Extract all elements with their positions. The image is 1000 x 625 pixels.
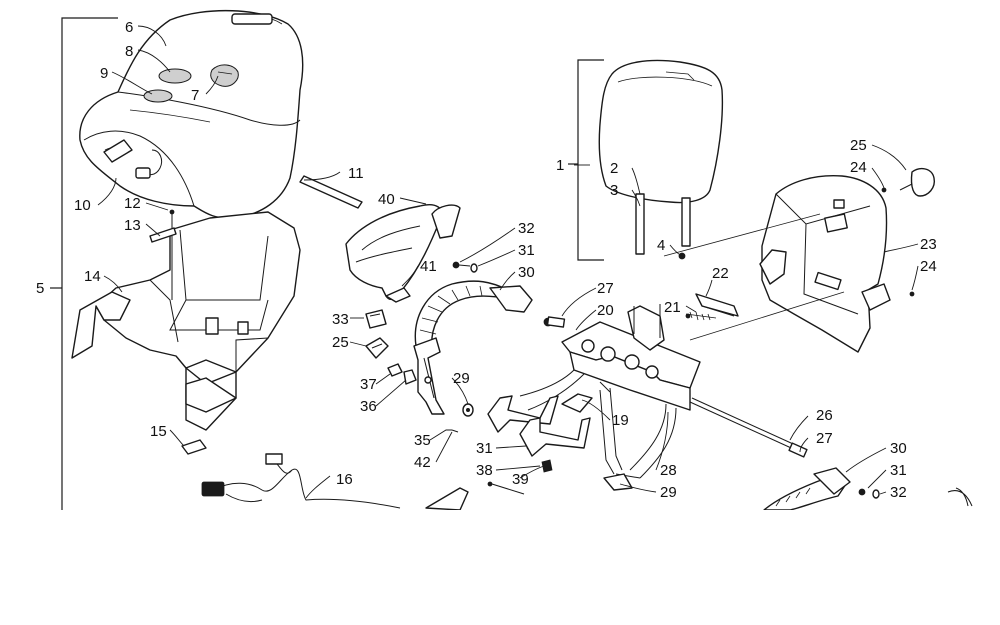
callout-21: 21 [664,299,681,316]
callout-23: 23 [920,236,937,253]
callout-33: 33 [332,311,349,328]
exploded-view: 6 8 9 7 10 12 13 5 14 15 11 40 41 16 32 … [36,9,973,510]
latch-22 [685,293,739,321]
callout-11: 11 [348,165,364,182]
seat-cushion [79,9,304,220]
grab-handle [414,280,533,351]
callout-6: 6 [125,19,133,36]
callout-14: 14 [84,268,101,285]
callout-16: 16 [336,471,353,488]
rod-26 [546,316,808,458]
callout-27-b: 27 [816,430,833,447]
callout-31-c: 31 [890,462,907,479]
backrest-pad [598,59,724,260]
callout-5: 5 [36,280,44,297]
callout-41: 41 [420,258,437,275]
knee-shield-panel [345,204,461,303]
backrest-assembly-bracket-1 [568,59,604,261]
callout-31: 31 [518,242,535,259]
lower-right-handle [763,467,973,510]
assembly-bracket-5 [50,17,118,510]
callout-27: 27 [597,280,614,297]
callout-38: 38 [476,462,493,479]
callout-7: 7 [191,87,199,104]
callout-13: 13 [124,217,141,234]
callout-37: 37 [360,376,377,393]
callout-24: 24 [850,159,867,176]
callout-36: 36 [360,398,377,415]
knob-25 [881,167,935,297]
parts-diagram: 6 8 9 7 10 12 13 5 14 15 11 40 41 16 32 … [36,9,973,510]
clip-15 [181,439,207,455]
backrest-frame [519,304,701,491]
wire-harness [201,453,401,509]
callout-3: 3 [610,182,618,199]
lower-left-strip [425,481,525,510]
callout-32: 32 [518,220,535,237]
callout-26: 26 [816,407,833,424]
callout-35: 35 [414,432,431,449]
callout-32-b: 32 [890,484,907,501]
callout-40: 40 [378,191,395,208]
side-bracket [413,337,445,415]
callout-30: 30 [518,264,535,281]
callout-12: 12 [124,195,141,212]
callout-28: 28 [660,462,677,479]
callout-29-b: 29 [660,484,677,501]
strap-11 [299,175,363,209]
callout-25-b: 25 [850,137,867,154]
right-cover-panel [759,174,891,353]
callout-8: 8 [125,43,133,60]
callout-22: 22 [712,265,729,282]
u-brackets-19 [487,381,611,457]
seat-base-frame [71,209,301,431]
callout-29: 29 [453,370,470,387]
buttons-33-25 [365,309,417,385]
callout-20: 20 [597,302,614,319]
callout-31-b: 31 [476,440,493,457]
callout-42: 42 [414,454,431,471]
callout-1: 1 [556,157,564,174]
callout-39: 39 [512,471,529,488]
callout-2: 2 [610,160,618,177]
callout-labels: 6 8 9 7 10 12 13 5 14 15 11 40 41 16 32 … [36,19,937,501]
callout-4: 4 [657,237,665,254]
leader-lines [97,25,919,499]
callout-24-b: 24 [920,258,937,275]
callout-25: 25 [332,334,349,351]
callout-30-b: 30 [890,440,907,457]
connection-lines [663,213,845,341]
callout-15: 15 [150,423,167,440]
callout-10: 10 [74,197,91,214]
callout-19: 19 [612,412,629,429]
callout-9: 9 [100,65,108,82]
